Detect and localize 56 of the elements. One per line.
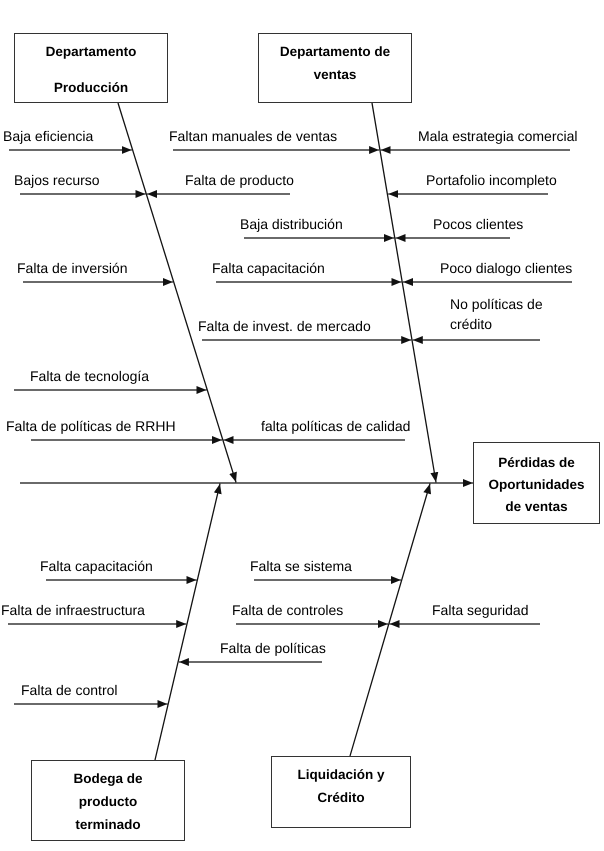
cause-label: No políticas de crédito bbox=[450, 295, 544, 334]
cause-label: Falta de control bbox=[21, 682, 118, 698]
arrow bbox=[412, 336, 540, 344]
cause-label: Falta seguridad bbox=[432, 602, 529, 618]
cause-label: Falta de controles bbox=[232, 602, 344, 618]
arrow bbox=[14, 700, 168, 708]
arrow bbox=[23, 278, 173, 286]
cause-label: Falta de invest. de mercado bbox=[198, 318, 371, 334]
cause-label: Falta de infraestructura bbox=[1, 602, 145, 618]
arrow bbox=[254, 576, 401, 584]
cause-label: Mala estrategia comercial bbox=[418, 128, 578, 144]
arrow bbox=[403, 278, 572, 286]
category-box: Bodega de producto terminado bbox=[31, 760, 185, 841]
cause-label: Bajos recurso bbox=[14, 172, 100, 188]
arrow bbox=[14, 386, 206, 394]
arrow bbox=[380, 146, 570, 154]
arrow bbox=[9, 146, 132, 154]
arrow bbox=[8, 620, 186, 628]
cause-label: Falta de producto bbox=[185, 172, 294, 188]
arrow bbox=[390, 620, 540, 628]
cause-label: Falta de tecnología bbox=[30, 368, 150, 384]
arrow bbox=[224, 436, 405, 444]
arrow bbox=[236, 620, 388, 628]
category-box: Departamento Producción bbox=[14, 33, 168, 103]
arrow bbox=[216, 278, 402, 286]
cause-label: Falta de políticas bbox=[220, 640, 326, 656]
cause-label: Poco dialogo clientes bbox=[440, 260, 572, 276]
arrow bbox=[20, 190, 146, 198]
arrow bbox=[20, 479, 473, 487]
arrow bbox=[147, 190, 290, 198]
cause-label: Falta de inversión bbox=[17, 260, 128, 276]
arrow bbox=[244, 234, 394, 242]
effect-box: Pérdidas de Oportunidades de ventas bbox=[473, 442, 600, 524]
cause-label: Baja eficiencia bbox=[3, 128, 94, 144]
cause-label: Faltan manuales de ventas bbox=[169, 128, 338, 144]
cause-label: Falta capacitación bbox=[212, 260, 325, 276]
arrow bbox=[117, 102, 237, 482]
arrow bbox=[178, 658, 322, 666]
cause-label: Portafolio incompleto bbox=[426, 172, 557, 188]
arrow bbox=[371, 102, 438, 482]
arrow bbox=[202, 336, 412, 344]
category-box: Liquidación y Crédito bbox=[271, 756, 411, 828]
cause-label: Falta de políticas de RRHH bbox=[6, 418, 176, 434]
arrow bbox=[173, 146, 380, 154]
arrow bbox=[396, 234, 510, 242]
cause-label: Falta se sistema bbox=[250, 558, 352, 574]
cause-label: Baja distribución bbox=[240, 216, 343, 232]
arrow bbox=[388, 190, 548, 198]
arrow bbox=[31, 436, 222, 444]
arrow bbox=[46, 576, 196, 584]
category-box: Departamento de ventas bbox=[258, 33, 412, 103]
arrow bbox=[349, 484, 432, 756]
cause-label: falta políticas de calidad bbox=[261, 418, 410, 434]
cause-label: Pocos clientes bbox=[433, 216, 524, 232]
cause-label: Falta capacitación bbox=[40, 558, 153, 574]
arrow bbox=[154, 484, 222, 760]
